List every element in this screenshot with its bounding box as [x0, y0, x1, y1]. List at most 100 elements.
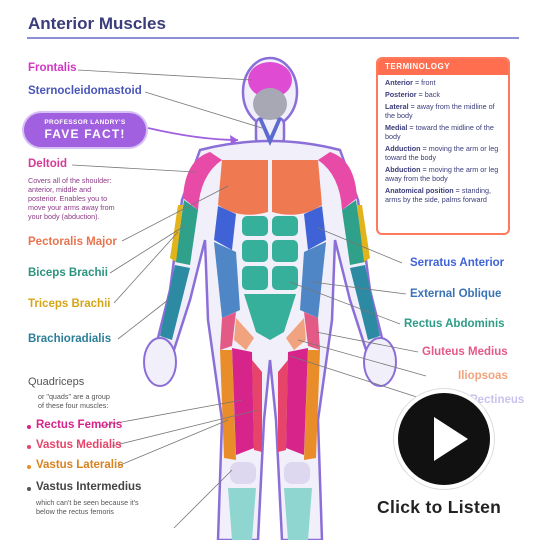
quadriceps-desc-line: of these four muscles: — [38, 401, 109, 410]
oblique-right — [300, 242, 326, 318]
label-quadriceps: Quadriceps — [28, 376, 85, 388]
hand-right — [363, 337, 397, 387]
label-frontalis: Frontalis — [28, 62, 77, 74]
triceps-right — [357, 205, 370, 262]
shin-right — [284, 488, 312, 540]
fave-fact-arrowhead — [230, 135, 238, 145]
bullet-vastus-intermedius — [27, 487, 31, 491]
label-serratus-anterior: Serratus Anterior — [410, 257, 505, 269]
bullet-rectus-femoris — [27, 425, 31, 429]
term-definition: = away from the midline of the body — [385, 102, 495, 120]
leader-lines — [71, 69, 427, 529]
oblique-left — [214, 242, 240, 318]
label-triceps-brachii: Triceps Brachii — [28, 298, 111, 310]
label-rectus-femoris: Rectus Femoris — [36, 419, 123, 431]
term-name: Abduction — [385, 165, 421, 174]
serratus-right — [304, 206, 326, 250]
terminology-item: Anterior = front — [385, 78, 501, 87]
deltoid-desc-line: anterior, middle and — [28, 185, 92, 194]
terminology-item: Adduction = moving the arm or leg toward… — [385, 144, 501, 162]
quadriceps-description: or "quads" are a group of these four mus… — [38, 392, 110, 410]
term-name: Adduction — [385, 144, 421, 153]
shin-left — [228, 488, 256, 540]
label-vastus-medialis: Vastus Medialis — [36, 439, 122, 451]
label-gluteus-medius: Gluteus Medius — [422, 346, 508, 358]
rectus-abdominis — [242, 216, 298, 340]
click-to-listen-label[interactable]: Click to Listen — [377, 497, 502, 517]
quadriceps-desc-line: or "quads" are a group — [38, 392, 110, 401]
play-icon — [434, 417, 468, 461]
biceps-left — [175, 200, 198, 265]
deltoid-left — [183, 152, 222, 210]
knee-left — [230, 462, 256, 484]
terminology-item: Lateral = away from the midline of the b… — [385, 102, 501, 120]
vastus-intermedius-desc-line: below the rectus femoris — [36, 507, 114, 516]
fave-fact-badge[interactable]: PROFESSOR LANDRY'S FAVE FACT! — [24, 113, 146, 147]
label-iliopsoas: Iliopsoas — [458, 370, 508, 382]
fave-fact-line2: FAVE FACT! — [44, 127, 126, 141]
vastus-lateralis-right — [304, 350, 320, 460]
terminology-box: TERMINOLOGY Anterior = front Posterior =… — [376, 57, 510, 235]
rectus-femoris-right — [286, 348, 308, 455]
vastus-intermedius-desc-line: which can't be seen because it's — [36, 498, 139, 507]
gluteus-medius-left — [220, 312, 236, 350]
label-deltoid: Deltoid — [28, 158, 67, 170]
term-definition: = toward the midline of the body — [385, 123, 494, 141]
vastus-medialis-right — [278, 360, 288, 452]
pectoralis-left — [218, 160, 268, 215]
term-name: Medial — [385, 123, 408, 132]
face-muscles — [253, 88, 287, 120]
terminology-item: Anatomical position = standing, arms by … — [385, 186, 501, 204]
rectus-femoris-left — [232, 348, 254, 455]
term-name: Lateral — [385, 102, 409, 111]
vastus-intermedius-description: which can't be seen because it's below t… — [36, 498, 139, 516]
term-definition: = front — [412, 78, 436, 87]
serratus-left — [214, 206, 236, 250]
brachioradialis-left — [160, 265, 190, 340]
deltoid-desc-line: your body (abduction). — [28, 212, 100, 221]
terminology-list: Anterior = front Posterior = back Latera… — [378, 75, 508, 210]
brachioradialis-right — [350, 265, 380, 340]
iliopsoas-right — [286, 318, 306, 350]
term-definition: = moving the arm or leg toward the body — [385, 144, 499, 162]
sternocleidomastoid-muscle — [258, 118, 282, 146]
iliopsoas-left — [234, 318, 254, 350]
term-name: Anatomical position — [385, 186, 454, 195]
gluteus-medius-right — [304, 312, 320, 350]
label-brachioradialis: Brachioradialis — [28, 333, 112, 345]
bullet-vastus-medialis — [27, 445, 31, 449]
terminology-item: Posterior = back — [385, 90, 501, 99]
label-rectus-abdominis: Rectus Abdominis — [404, 318, 505, 330]
play-button[interactable] — [398, 393, 490, 485]
terminology-item: Medial = toward the midline of the body — [385, 123, 501, 141]
hand-left — [143, 337, 177, 387]
label-external-oblique: External Oblique — [410, 288, 502, 300]
label-vastus-lateralis: Vastus Lateralis — [36, 459, 124, 471]
pectoralis-right — [272, 160, 322, 215]
terminology-heading: TERMINOLOGY — [378, 59, 508, 75]
label-vastus-intermedius: Vastus Intermedius — [36, 481, 142, 493]
term-name: Anterior — [385, 78, 413, 87]
label-pectoralis-major: Pectoralis Major — [28, 236, 117, 248]
term-name: Posterior — [385, 90, 417, 99]
biceps-right — [342, 200, 365, 265]
frontalis-muscle — [248, 62, 292, 98]
deltoid-desc-line: Covers all of the shoulder: — [28, 176, 112, 185]
term-definition: = back — [416, 90, 440, 99]
terminology-item: Abduction = moving the arm or leg away f… — [385, 165, 501, 183]
deltoid-desc-line: move your arms away from — [28, 203, 115, 212]
label-sternocleidomastoid: Sternocleidomastoid — [28, 85, 142, 97]
fave-fact-line1: PROFESSOR LANDRY'S — [44, 119, 126, 126]
page-title: Anterior Muscles — [28, 14, 166, 33]
title-divider — [27, 37, 519, 39]
term-definition: = standing, arms by the side, palms forw… — [385, 186, 492, 204]
bullet-vastus-lateralis — [27, 465, 31, 469]
fave-fact-arrow — [147, 127, 239, 141]
deltoid-description: Covers all of the shoulder: anterior, mi… — [28, 176, 115, 221]
deltoid-right — [318, 152, 357, 210]
vastus-lateralis-left — [220, 350, 236, 460]
term-definition: = moving the arm or leg away from the bo… — [385, 165, 499, 183]
vastus-medialis-left — [252, 360, 262, 452]
label-biceps-brachii: Biceps Brachii — [28, 267, 108, 279]
